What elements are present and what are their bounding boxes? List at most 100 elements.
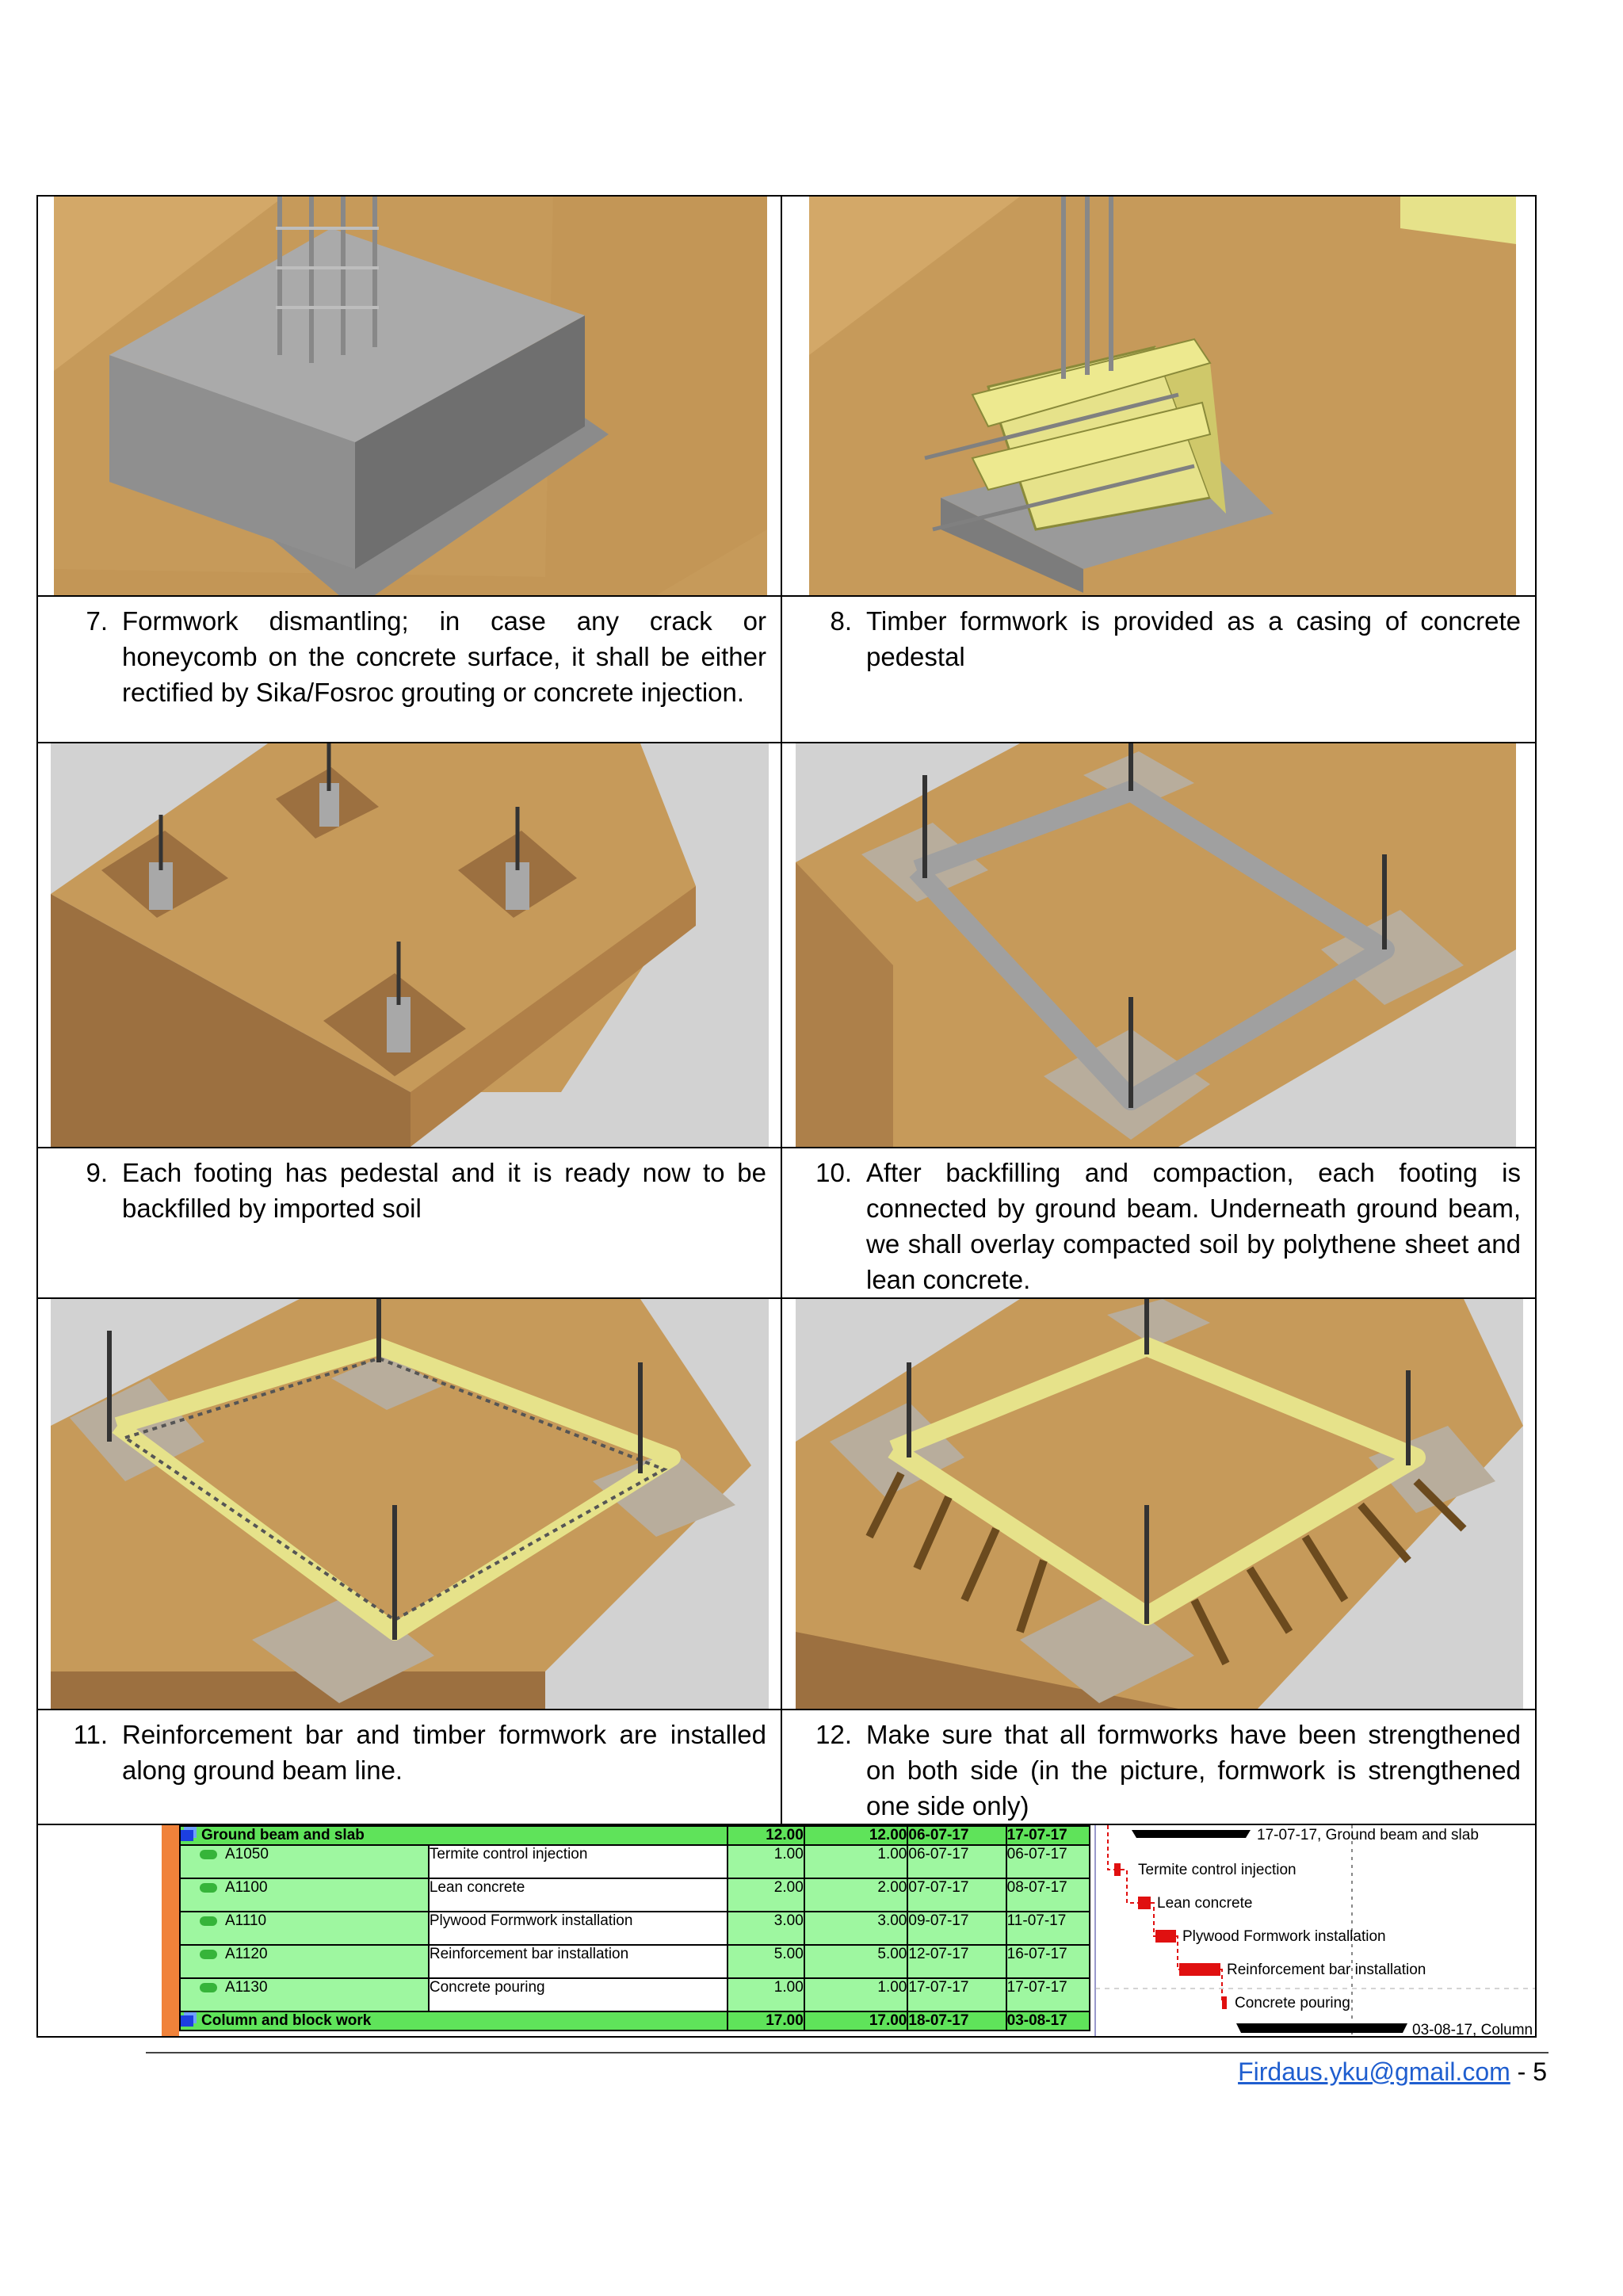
gantt-chart: 17-07-17, Ground beam and slab Termite c… — [1090, 1825, 1535, 2036]
gantt-links — [1107, 1825, 1223, 2003]
activity-name: Concrete pouring — [427, 1977, 728, 2012]
activity-id: A1100 — [225, 1879, 268, 1896]
activity-duration: 5.00 — [726, 1944, 805, 1979]
gantt-next-group-label: 03-08-17, Column — [1412, 2022, 1533, 2036]
activity-id: A1050 — [225, 1846, 269, 1862]
group-name: Ground beam and slab — [201, 1827, 365, 1843]
step-text: After backfilling and compaction, each f… — [866, 1158, 1521, 1294]
group-finish: 03-08-17 — [1005, 2011, 1091, 2031]
image-step-12 — [781, 1297, 1537, 1710]
activity-finish: 16-07-17 — [1005, 1944, 1091, 1979]
image-step-11 — [36, 1297, 782, 1710]
gantt-next-group-bar — [1236, 2023, 1407, 2033]
caption-step-8: 8. Timber formwork is provided as a casin… — [781, 595, 1537, 743]
step-number: 7. — [86, 606, 108, 636]
step-text: Each footing has pedestal and it is read… — [122, 1158, 766, 1223]
activity-finish: 08-07-17 — [1005, 1878, 1091, 1912]
activity-icon — [200, 1949, 217, 1959]
caption-step-9: 9. Each footing has pedestal and it is re… — [36, 1147, 782, 1299]
schedule-row: A1110 Plywood Formwork installation 3.00… — [179, 1911, 1091, 1946]
wbs-icon — [181, 1829, 193, 1841]
schedule-row: A1120 Reinforcement bar installation 5.0… — [179, 1944, 1091, 1979]
image-step-8 — [781, 195, 1537, 597]
schedule-table: Ground beam and slab 12.00 12.00 06-07-1… — [179, 1825, 1091, 2031]
activity-duration: 3.00 — [726, 1911, 805, 1946]
activity-start: 17-07-17 — [907, 1977, 1007, 2012]
step-text: Reinforcement bar and timber formwork ar… — [122, 1720, 766, 1785]
image-step-9 — [36, 742, 782, 1148]
activity-icon — [200, 1916, 217, 1926]
activity-id: A1120 — [225, 1946, 268, 1962]
gantt-bar-label: Termite control injection — [1138, 1862, 1296, 1878]
ground-beam-lean-concrete-illustration — [796, 744, 1516, 1146]
activity-icon — [200, 1882, 217, 1893]
author-email-link[interactable]: Firdaus.yku@gmail.com — [1238, 2057, 1510, 2086]
activity-duration: 1.00 — [726, 1977, 805, 2012]
caption-step-12: 12. Make sure that all formworks have bee… — [781, 1709, 1537, 1825]
step-number: 12. — [815, 1720, 852, 1749]
reinforcement-timber-formwork-illustration — [51, 1300, 769, 1708]
group-duration: 12.00 — [726, 1825, 805, 1846]
gantt-group-bar — [1132, 1830, 1251, 1838]
schedule-group-row: Column and block work 17.00 17.00 18-07-… — [179, 2011, 1091, 2031]
gantt-bar-a1130 — [1222, 1996, 1227, 2009]
group-start: 06-07-17 — [907, 1825, 1007, 1846]
activity-finish: 17-07-17 — [1005, 1977, 1091, 2012]
activity-icon — [200, 1849, 217, 1859]
step-text: Make sure that all formworks have been s… — [866, 1720, 1521, 1820]
image-step-10 — [781, 742, 1537, 1148]
activity-name: Termite control injection — [427, 1844, 728, 1879]
caption-step-10: 10. After backfilling and compaction, eac… — [781, 1147, 1537, 1299]
group-remaining: 17.00 — [803, 2011, 909, 2031]
schedule-row: A1100 Lean concrete 2.00 2.00 07-07-17 0… — [179, 1878, 1091, 1912]
schedule-row: A1050 Termite control injection 1.00 1.0… — [179, 1844, 1091, 1879]
gantt-bar-label: Concrete pouring — [1235, 1995, 1350, 2011]
page-number: 5 — [1533, 2057, 1547, 2086]
gantt-group-label: 17-07-17, Ground beam and slab — [1257, 1827, 1479, 1843]
footing-dismantled-illustration — [54, 197, 767, 594]
activity-finish: 11-07-17 — [1005, 1911, 1091, 1946]
page-footer: Firdaus.yku@gmail.com - 5 — [1238, 2057, 1547, 2087]
image-step-7 — [36, 195, 782, 597]
group-start: 18-07-17 — [907, 2011, 1007, 2031]
schedule-orange-band — [162, 1825, 179, 2036]
footer-separator: - — [1510, 2057, 1533, 2086]
activity-remaining: 3.00 — [803, 1911, 909, 1946]
schedule-row: A1130 Concrete pouring 1.00 1.00 17-07-1… — [179, 1977, 1091, 2012]
pedestal-timber-casing-illustration — [809, 197, 1516, 594]
step-number: 11. — [73, 1720, 108, 1749]
gantt-bar-label: Lean concrete — [1157, 1895, 1252, 1912]
gantt-bar-a1100 — [1138, 1897, 1151, 1909]
group-remaining: 12.00 — [803, 1825, 909, 1846]
activity-remaining: 5.00 — [803, 1944, 909, 1979]
activity-icon — [200, 1982, 217, 1992]
activity-id: A1130 — [225, 1979, 268, 1996]
step-text: Timber formwork is provided as a casing … — [866, 606, 1521, 671]
step-number: 10. — [815, 1158, 852, 1187]
caption-step-11: 11. Reinforcement bar and timber formwork… — [36, 1709, 782, 1825]
step-number: 9. — [86, 1158, 108, 1187]
gantt-bar-a1120 — [1179, 1963, 1220, 1976]
gantt-bar-label: Reinforcement bar installation — [1227, 1962, 1426, 1978]
steps-table: 7. Formwork dismantling; in case any crac… — [36, 195, 1537, 2038]
group-name: Column and block work — [201, 2012, 372, 2029]
schedule-cell: Ground beam and slab 12.00 12.00 06-07-1… — [36, 1824, 1537, 2038]
gantt-bar-a1110 — [1155, 1930, 1176, 1943]
activity-start: 12-07-17 — [907, 1944, 1007, 1979]
activity-start: 07-07-17 — [907, 1878, 1007, 1912]
activity-name: Lean concrete — [427, 1878, 728, 1912]
activity-remaining: 1.00 — [803, 1977, 909, 2012]
step-number: 8. — [830, 606, 852, 636]
gantt-bar-a1050 — [1114, 1863, 1121, 1876]
activity-remaining: 1.00 — [803, 1844, 909, 1879]
activity-id: A1110 — [225, 1912, 267, 1929]
activity-name: Plywood Formwork installation — [427, 1911, 728, 1946]
schedule-screenshot: Ground beam and slab 12.00 12.00 06-07-1… — [38, 1825, 1535, 2036]
schedule-group-row: Ground beam and slab 12.00 12.00 06-07-1… — [179, 1825, 1091, 1846]
activity-start: 09-07-17 — [907, 1911, 1007, 1946]
activity-duration: 2.00 — [726, 1878, 805, 1912]
activity-finish: 06-07-17 — [1005, 1844, 1091, 1879]
footer-rule — [146, 2052, 1549, 2053]
step-text: Formwork dismantling; in case any crack … — [122, 606, 766, 707]
activity-remaining: 2.00 — [803, 1878, 909, 1912]
